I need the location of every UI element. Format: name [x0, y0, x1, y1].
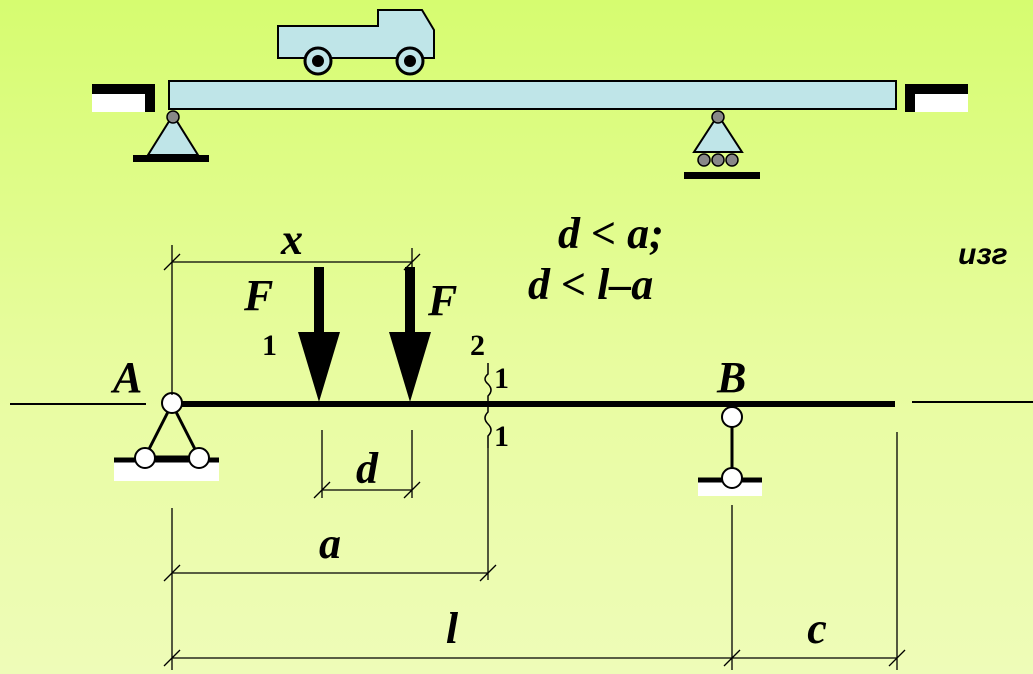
truck-icon — [277, 9, 435, 76]
label-x: x — [280, 215, 303, 264]
section-mark — [484, 363, 492, 448]
pin-support-icon — [133, 110, 209, 162]
left-abutment-block — [92, 94, 145, 112]
label-d: d — [356, 444, 379, 493]
bridge-deck — [168, 80, 897, 110]
left-abutment — [92, 84, 155, 112]
support-a — [114, 392, 219, 481]
roller-support-icon — [684, 110, 760, 179]
condition-line-2: d < l–a — [528, 260, 653, 309]
section-label-bottom: 1 — [494, 420, 509, 453]
beam-scheme — [10, 267, 1033, 496]
label-support-b: B — [716, 353, 746, 402]
label-a: a — [319, 519, 341, 568]
force-f2-arrow — [389, 267, 431, 402]
label-f2-index: 2 — [470, 329, 485, 362]
force-f1-arrow — [298, 267, 340, 402]
label-f1-index: 1 — [262, 329, 277, 362]
section-label-top: 1 — [494, 362, 509, 395]
label-l: l — [446, 604, 459, 653]
label-f1: F — [243, 271, 273, 320]
label-c: c — [807, 604, 827, 653]
right-abutment-block — [915, 94, 968, 112]
condition-line-1: d < a; — [558, 209, 664, 258]
right-abutment — [905, 84, 968, 112]
label-f2: F — [427, 276, 457, 325]
bridge-illustration — [92, 9, 968, 179]
support-b — [698, 406, 762, 496]
dimension-lines — [163, 245, 906, 670]
label-support-a: A — [110, 353, 142, 402]
side-text: изг — [958, 238, 1008, 271]
